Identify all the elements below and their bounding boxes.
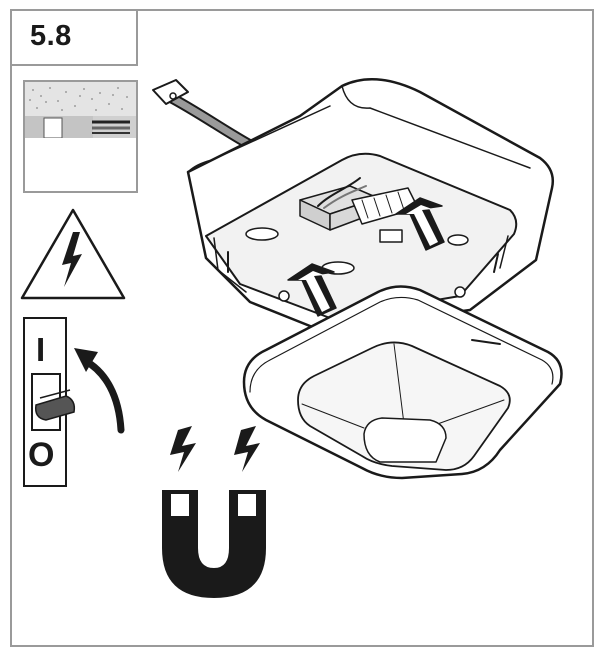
step-number-box: [10, 9, 138, 66]
outer-frame: [10, 9, 594, 647]
switch-off-label: O: [28, 436, 55, 474]
high-voltage-warning-icon: [20, 208, 126, 300]
lift-arrow-left: [287, 263, 337, 317]
lift-arrow-right: [395, 197, 445, 251]
switch-on-label: I: [36, 331, 46, 368]
circuit-breaker-switch-icon: [23, 317, 125, 487]
magnet-icon: [162, 426, 266, 598]
sensor-housing-illustration: [152, 78, 563, 480]
step-number: 5.8: [30, 20, 72, 52]
ceiling-cross-section-icon: [23, 80, 138, 193]
